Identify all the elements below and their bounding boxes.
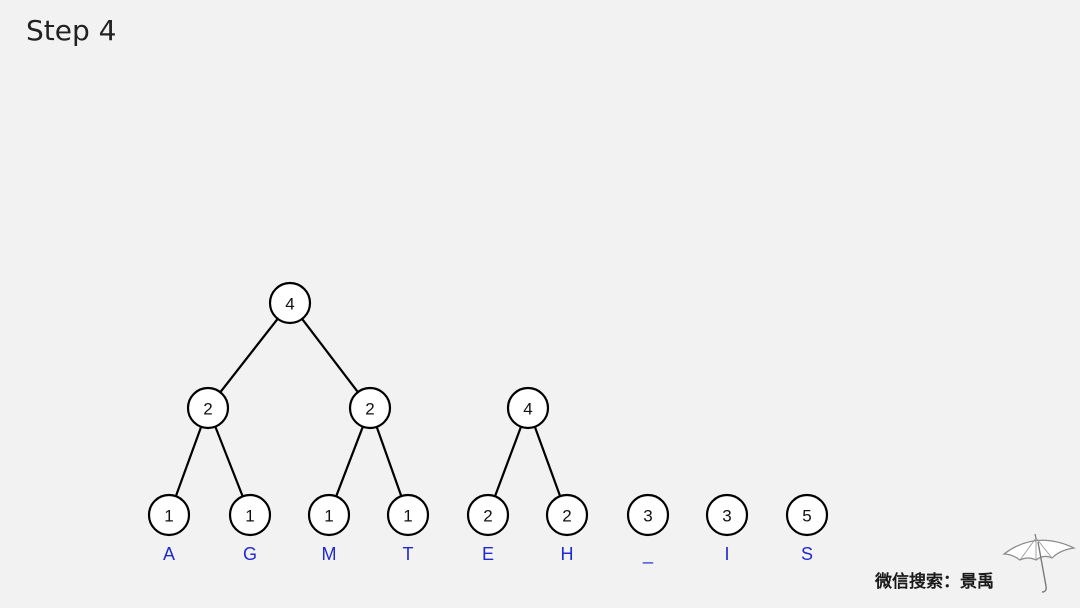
edges-layer [174,318,562,497]
node-weight: 1 [245,507,254,526]
labels-layer: A G M T E H _ I S [163,544,813,565]
tree-node-n2a: 2 [186,386,230,430]
tree-node-leafT: 1 [386,493,430,537]
leaf-label-leafH: H [561,544,574,564]
node-circle [785,493,829,537]
edge-n4b-leafH [533,426,562,497]
tree-node-n2b: 2 [348,386,392,430]
watermark-text: 微信搜索：景禹 [875,572,994,592]
edge-n2a-leafA [174,426,203,497]
node-circle [348,386,392,430]
node-weight: 2 [365,400,374,419]
edge-n2a-leafG [214,426,244,497]
node-circle [268,281,312,325]
leaf-label-leafG: G [243,544,257,564]
tree-node-leafS: 5 [785,493,829,537]
leaf-label-leafM: M [322,544,337,564]
node-weight: 3 [643,507,652,526]
node-weight: 3 [722,507,731,526]
node-circle [147,493,191,537]
node-weight: 1 [324,507,333,526]
tree-node-leafE: 2 [466,493,510,537]
tree-node-leafI: 3 [705,493,749,537]
umbrella-icon [1002,533,1077,593]
node-weight: 1 [164,507,173,526]
node-weight: 5 [802,507,811,526]
node-weight: 2 [483,507,492,526]
tree-node-leafM: 1 [307,493,351,537]
node-weight: 2 [203,400,212,419]
edge-n2b-leafT [375,426,403,497]
leaf-label-leafA: A [163,544,175,564]
node-weight: 4 [285,295,294,314]
edge-n4b-leafE [493,426,523,497]
tree-node-leafH: 2 [545,493,589,537]
leaf-label-leafT: T [403,544,414,564]
page-title: Step 4 [26,14,117,47]
edge-n2b-leafM [335,426,364,497]
node-circle [545,493,589,537]
edge-root4-n2a [219,318,279,393]
nodes-layer: 4 2 2 4 1 1 1 1 2 2 3 3 5 [147,281,829,537]
leaf-label-leafUnderscore: _ [642,544,654,565]
leaf-label-leafS: S [801,544,813,564]
node-circle [186,386,230,430]
node-circle [705,493,749,537]
node-circle [386,493,430,537]
node-circle [307,493,351,537]
tree-node-leafG: 1 [228,493,272,537]
leaf-label-leafI: I [724,544,729,564]
tree-node-n4b: 4 [506,386,550,430]
leaf-label-leafE: E [482,544,494,564]
node-circle [506,386,550,430]
node-circle [228,493,272,537]
node-circle [466,493,510,537]
node-weight: 1 [403,507,412,526]
tree-node-leafUnderscore: 3 [626,493,670,537]
tree-node-root4: 4 [268,281,312,325]
tree-node-leafA: 1 [147,493,191,537]
edge-root4-n2b [301,318,359,393]
node-weight: 2 [562,507,571,526]
node-weight: 4 [523,400,532,419]
node-circle [626,493,670,537]
